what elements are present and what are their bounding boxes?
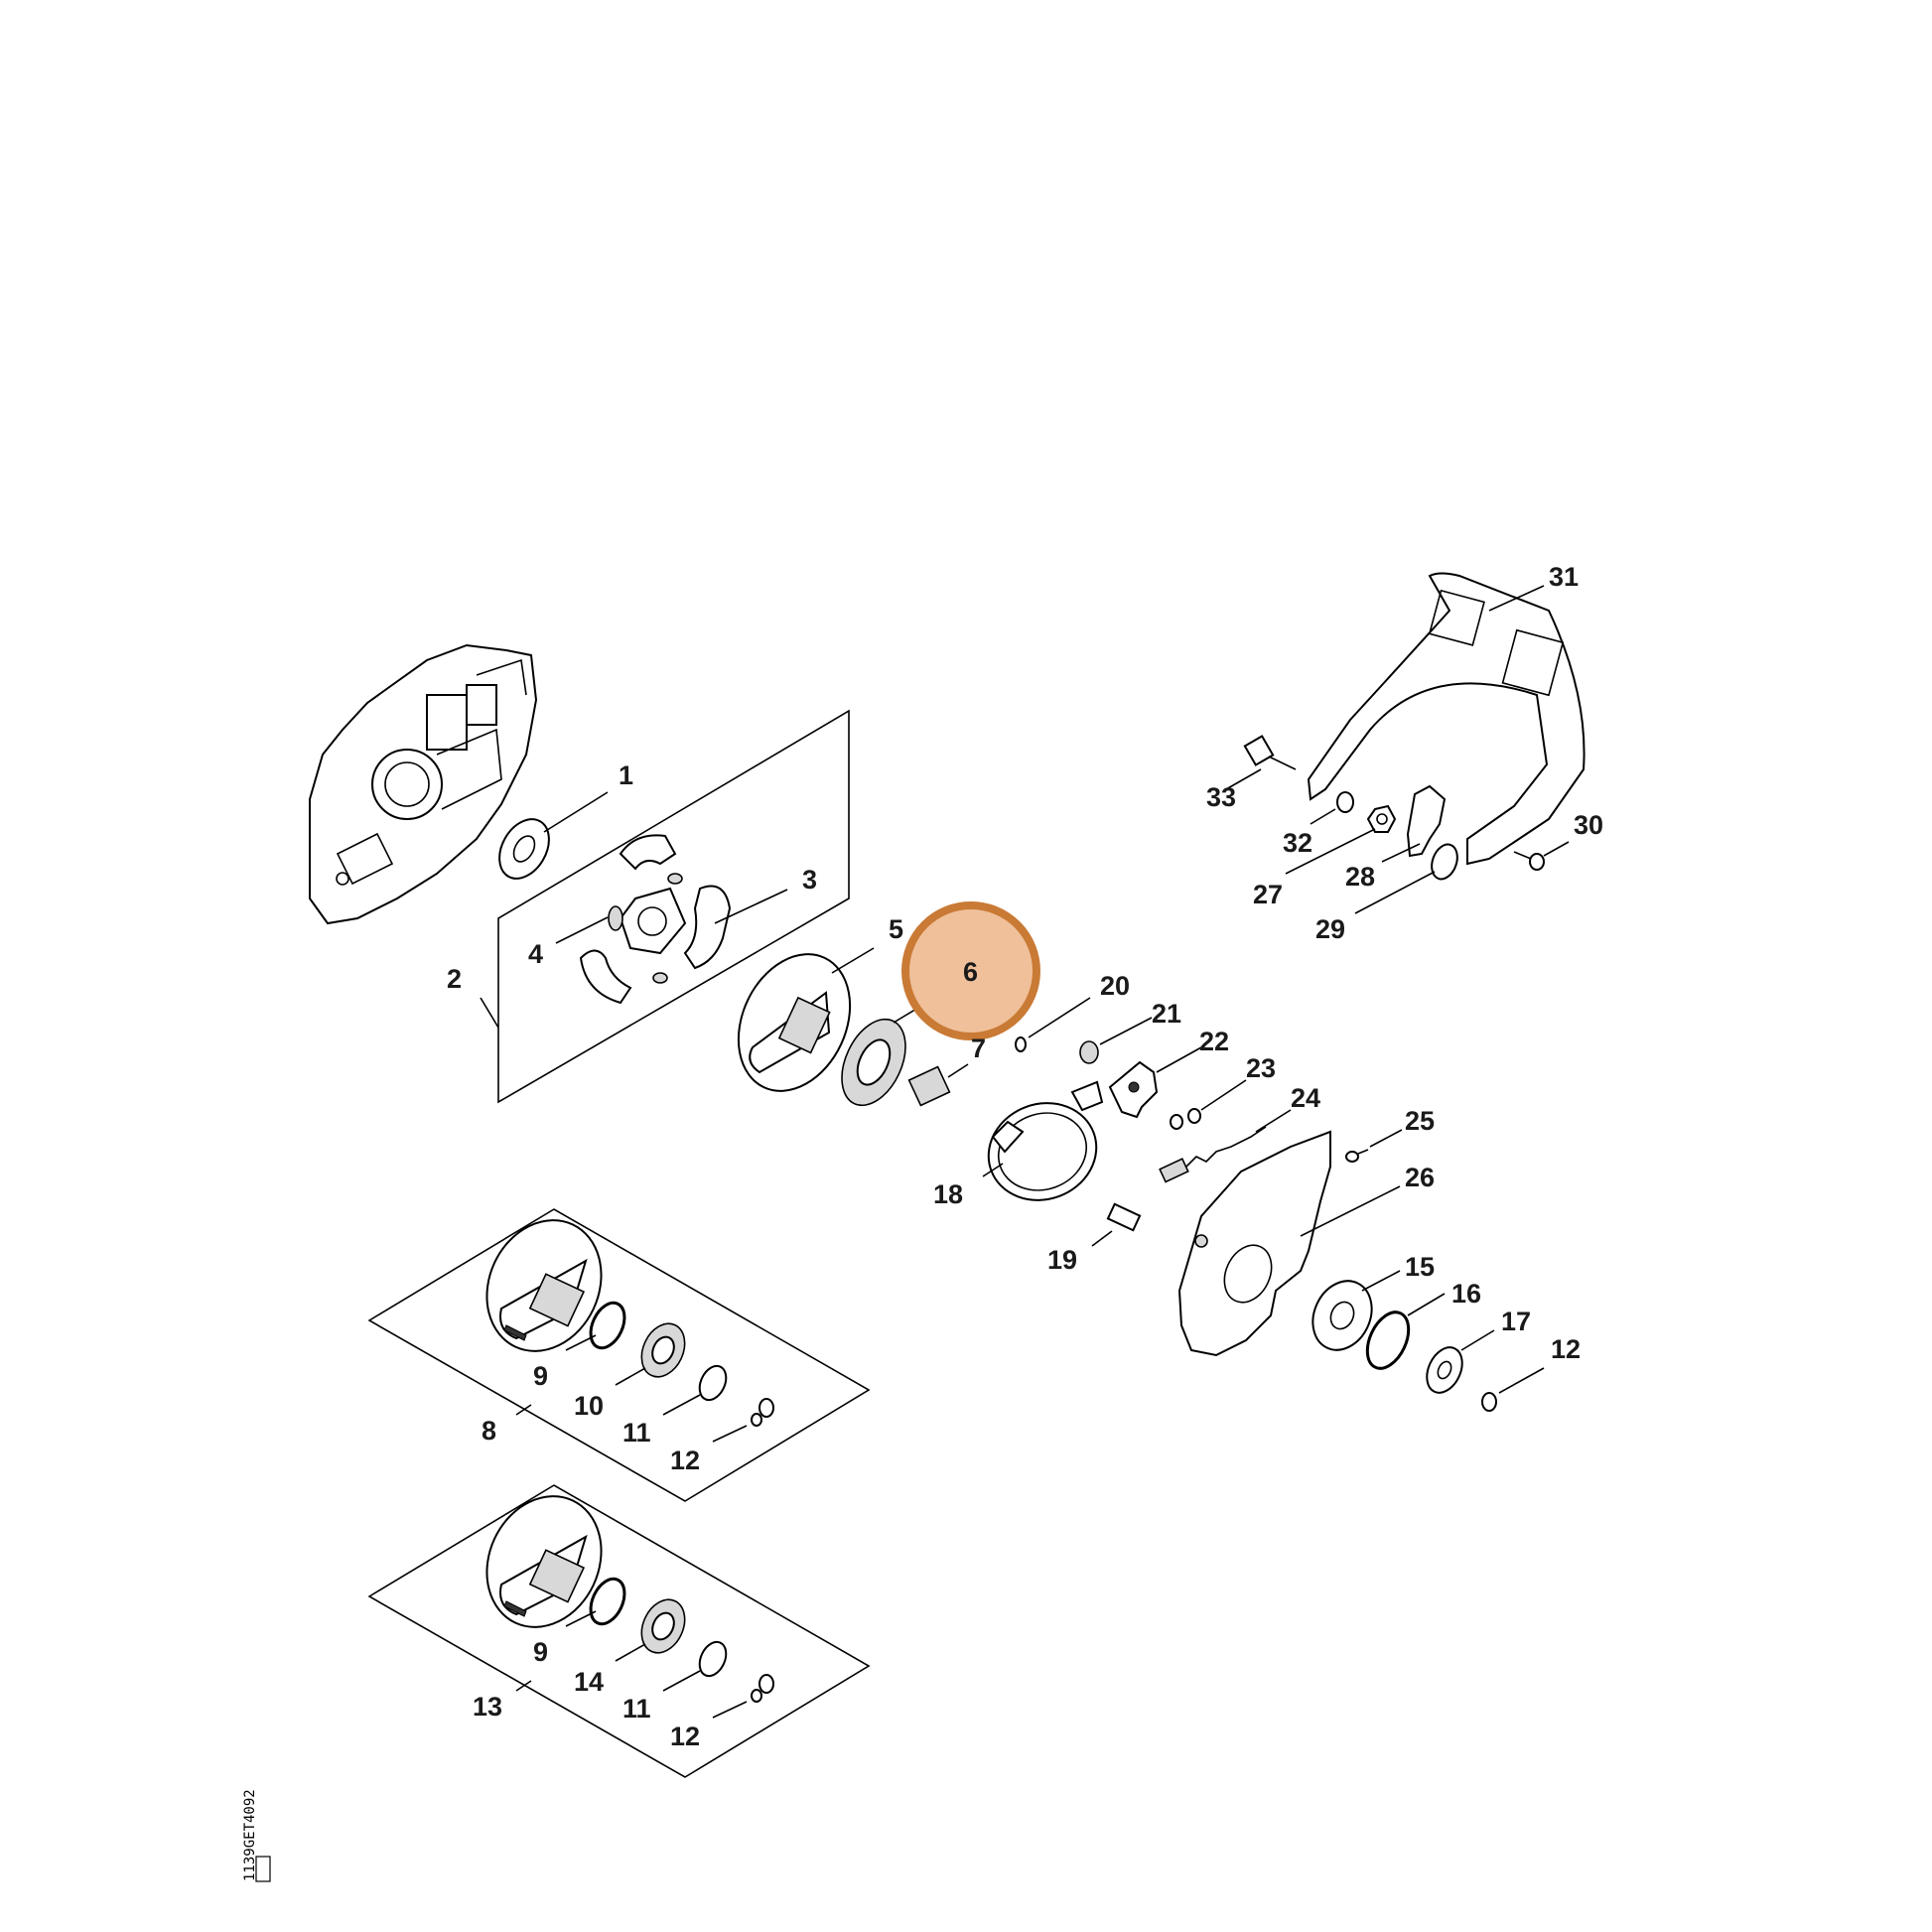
part-26-sprocket-cover: [1177, 1130, 1401, 1357]
reference-code: 1139GET4092: [242, 1789, 258, 1881]
part-29-washer: [1354, 843, 1458, 914]
kit-8-rim-10: [615, 1322, 686, 1386]
label-25: 25: [1405, 1106, 1435, 1136]
part-27-nut: [1285, 804, 1397, 875]
label-17: 17: [1501, 1307, 1531, 1336]
label-9-kit13: 9: [533, 1637, 548, 1667]
part-3-clutch-assembly: [555, 834, 788, 1005]
part-7-needle-cage: [907, 1063, 969, 1107]
label-29: 29: [1315, 914, 1345, 944]
label-23: 23: [1246, 1053, 1276, 1083]
part-15-rim-sprocket: [1311, 1270, 1401, 1351]
part-12-e-clip-right: [1481, 1367, 1545, 1412]
label-22: 22: [1199, 1027, 1229, 1056]
label-8: 8: [482, 1416, 496, 1446]
part-19-pin: [1091, 1202, 1142, 1247]
label-7: 7: [971, 1034, 986, 1063]
label-2: 2: [447, 964, 462, 994]
kit-13-clip-12: [712, 1674, 774, 1719]
label-20: 20: [1100, 971, 1130, 1001]
part-20-small-pin: [1015, 997, 1091, 1052]
label-33: 33: [1206, 782, 1236, 812]
part-25-screw: [1345, 1129, 1403, 1163]
reference-code-box: [255, 1856, 271, 1882]
part-32-washer: [1310, 791, 1354, 825]
label-4: 4: [528, 939, 543, 969]
label-19: 19: [1047, 1245, 1077, 1275]
crankcase-drawing: [309, 643, 538, 925]
label-21: 21: [1152, 999, 1181, 1029]
kit-13-sprocket-14: [615, 1598, 686, 1662]
label-10: 10: [574, 1391, 604, 1421]
part-24-spring: [1159, 1109, 1292, 1183]
part-28-bracket: [1381, 784, 1447, 863]
label-12-kit13: 12: [670, 1722, 700, 1751]
part-1-washer: [498, 791, 609, 880]
label-6[interactable]: 6: [963, 957, 978, 987]
label-3: 3: [802, 865, 817, 895]
kit-8-ring-9: [565, 1301, 626, 1351]
label-18: 18: [933, 1179, 963, 1209]
kit-13-ring-9: [565, 1577, 626, 1627]
selected-part-highlight[interactable]: [901, 901, 1040, 1040]
part-21-bushing: [1079, 1017, 1153, 1064]
part-16-ring: [1365, 1293, 1446, 1370]
kit-8-clip-12: [712, 1398, 774, 1443]
label-32: 32: [1283, 828, 1312, 858]
part-18-brake-band: [982, 1080, 1104, 1201]
part-17-washer: [1426, 1329, 1495, 1394]
clutch-group-box: [480, 709, 850, 1104]
kit-8-box: [367, 1208, 871, 1502]
kit-13-box: [367, 1484, 871, 1778]
part-30-screw: [1513, 841, 1570, 871]
label-16: 16: [1451, 1279, 1481, 1309]
part-6-sprocket: [841, 992, 944, 1107]
label-12-right: 12: [1551, 1334, 1581, 1364]
label-14: 14: [574, 1667, 604, 1697]
reference-code-text: 1139GET4092: [242, 1789, 258, 1881]
kit-8-washer-11: [662, 1364, 728, 1416]
label-26: 26: [1405, 1163, 1435, 1192]
part-31-hand-guard: [1307, 572, 1586, 866]
kit-8-drum: [485, 1219, 603, 1352]
label-12-kit8: 12: [670, 1446, 700, 1475]
part-5-clutch-drum: [737, 947, 875, 1092]
label-31: 31: [1549, 562, 1579, 592]
label-11-kit13: 11: [622, 1694, 651, 1724]
kit-13-drum: [485, 1495, 603, 1628]
label-15: 15: [1405, 1252, 1435, 1282]
label-24: 24: [1291, 1083, 1320, 1113]
label-9-kit8: 9: [533, 1361, 548, 1391]
kit-13-washer-11: [662, 1640, 728, 1692]
part-22-brake-lever: [1108, 1046, 1202, 1119]
part-23-washers: [1170, 1079, 1247, 1130]
label-5: 5: [889, 914, 903, 944]
part-33-screw: [1225, 735, 1297, 790]
label-1: 1: [619, 760, 633, 790]
label-27: 27: [1253, 880, 1283, 909]
label-11-kit8: 11: [622, 1418, 651, 1448]
label-28: 28: [1345, 862, 1375, 892]
label-30: 30: [1574, 810, 1603, 840]
label-13: 13: [473, 1692, 502, 1722]
